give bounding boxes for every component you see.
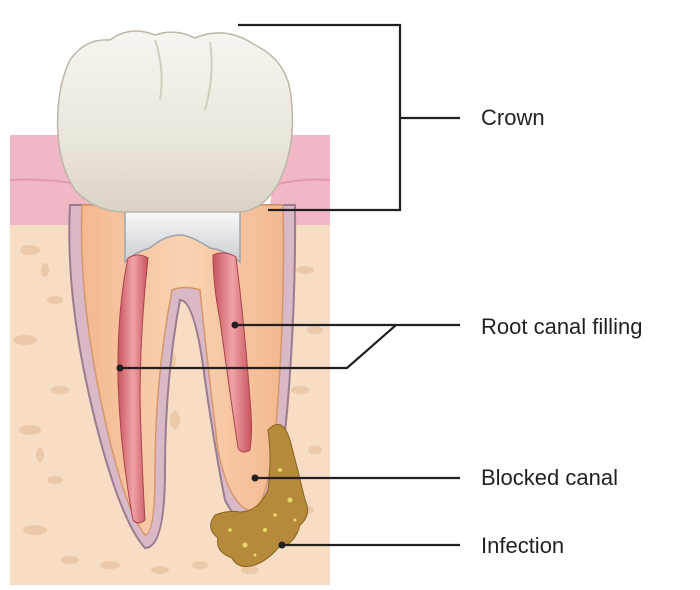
leader-lines [120,23,460,547]
crown-post [124,204,241,264]
label-blocked-canal: Blocked canal [481,465,618,490]
label-infection: Infection [481,533,565,558]
crown-groove [154,39,163,101]
label-crown: Crown [481,105,545,130]
infection-speckles [228,468,297,557]
root-filling-leader [120,323,460,370]
infection-abscess [210,423,309,567]
leader-dots [116,321,286,549]
root-canal-filling-right [212,252,252,453]
tooth-crown [56,30,294,213]
bone-texture [13,245,323,574]
gum-line-right [274,178,331,186]
root-canal-filling-left [117,254,149,524]
crown-groove-2 [204,41,213,111]
label-root-canal-filling: Root canal filling [481,314,643,339]
gum-right [255,135,330,225]
